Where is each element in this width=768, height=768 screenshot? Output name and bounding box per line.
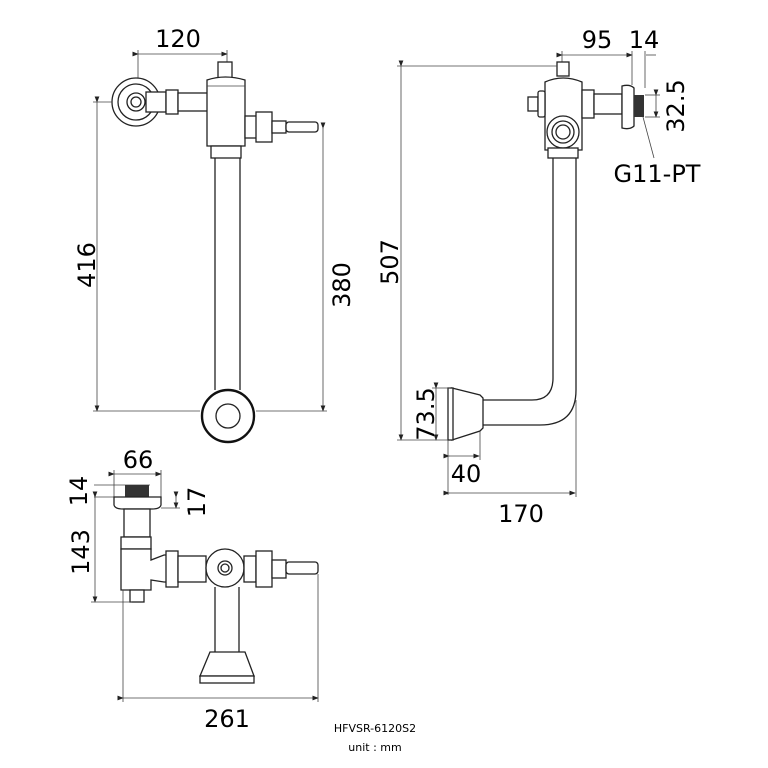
dim-73-5-label: 73.5 bbox=[412, 387, 440, 440]
dim-120-label: 120 bbox=[155, 25, 201, 53]
dim-143-label: 143 bbox=[67, 529, 95, 575]
coupling-nut bbox=[165, 89, 179, 115]
wall-flange bbox=[621, 84, 635, 130]
spud-base bbox=[199, 675, 255, 684]
side-knob-base bbox=[537, 90, 546, 118]
pipe-inner bbox=[483, 158, 554, 401]
handle-base bbox=[243, 555, 257, 583]
thread bbox=[125, 485, 149, 497]
inlet-pipe bbox=[177, 92, 209, 112]
dim-40-label: 40 bbox=[451, 460, 482, 488]
unit-label: unit : mm bbox=[348, 741, 401, 754]
handle-base bbox=[244, 115, 258, 139]
dim-507-label: 507 bbox=[376, 239, 404, 285]
outlet-nut bbox=[210, 145, 242, 159]
nut-hole bbox=[130, 96, 142, 108]
dim-14-label: 14 bbox=[629, 26, 660, 54]
valve-body bbox=[206, 76, 246, 147]
top-view: 66 14 17 143 261 bbox=[65, 446, 319, 733]
pipe-outer bbox=[483, 158, 577, 426]
cap bbox=[217, 61, 233, 79]
coupling-nut-2 bbox=[165, 550, 179, 588]
dim-416-label: 416 bbox=[73, 242, 101, 288]
thread bbox=[634, 95, 644, 117]
tee-body bbox=[120, 548, 173, 591]
valve-cap-inner bbox=[220, 563, 230, 573]
wall-flange bbox=[113, 496, 162, 510]
handle-neck bbox=[271, 559, 287, 579]
side-knob bbox=[527, 96, 539, 112]
dim-32-5-label: 32.5 bbox=[662, 79, 690, 132]
stem bbox=[123, 508, 151, 538]
spud-hole bbox=[215, 403, 241, 429]
dim-170-label: 170 bbox=[498, 500, 544, 528]
handle-lever bbox=[285, 121, 319, 133]
dim-261-label: 261 bbox=[204, 705, 250, 733]
leader-line bbox=[642, 116, 655, 159]
handle-neck bbox=[271, 120, 287, 134]
inlet-pipe bbox=[593, 93, 623, 115]
dim-95-label: 95 bbox=[582, 26, 613, 54]
dim-17-label: 17 bbox=[183, 487, 211, 518]
dim-14b-label: 14 bbox=[65, 476, 93, 507]
cap bbox=[556, 61, 570, 77]
dim-380-label: 380 bbox=[328, 262, 356, 308]
handle-nut bbox=[255, 550, 273, 588]
handle-nut bbox=[255, 111, 273, 143]
coupling-nut bbox=[581, 89, 595, 119]
dim-66-label: 66 bbox=[123, 446, 154, 474]
spud-cone bbox=[451, 387, 484, 441]
inlet-pipe bbox=[177, 555, 207, 583]
coupling-nut bbox=[120, 536, 152, 550]
side-view: 95 14 32.5 G11-PT 50 bbox=[376, 26, 701, 528]
spud-cone bbox=[199, 651, 255, 677]
front-view: 120 416 380 bbox=[73, 25, 356, 444]
bottom-cap bbox=[129, 589, 145, 603]
outlet-nut bbox=[547, 147, 579, 159]
connector bbox=[145, 91, 167, 113]
spud-flange bbox=[447, 387, 454, 441]
outlet-hole bbox=[555, 124, 571, 140]
model-number: HFVSR-6120S2 bbox=[334, 722, 416, 735]
handle-lever bbox=[285, 561, 319, 575]
thread-spec-label: G11-PT bbox=[614, 160, 701, 188]
